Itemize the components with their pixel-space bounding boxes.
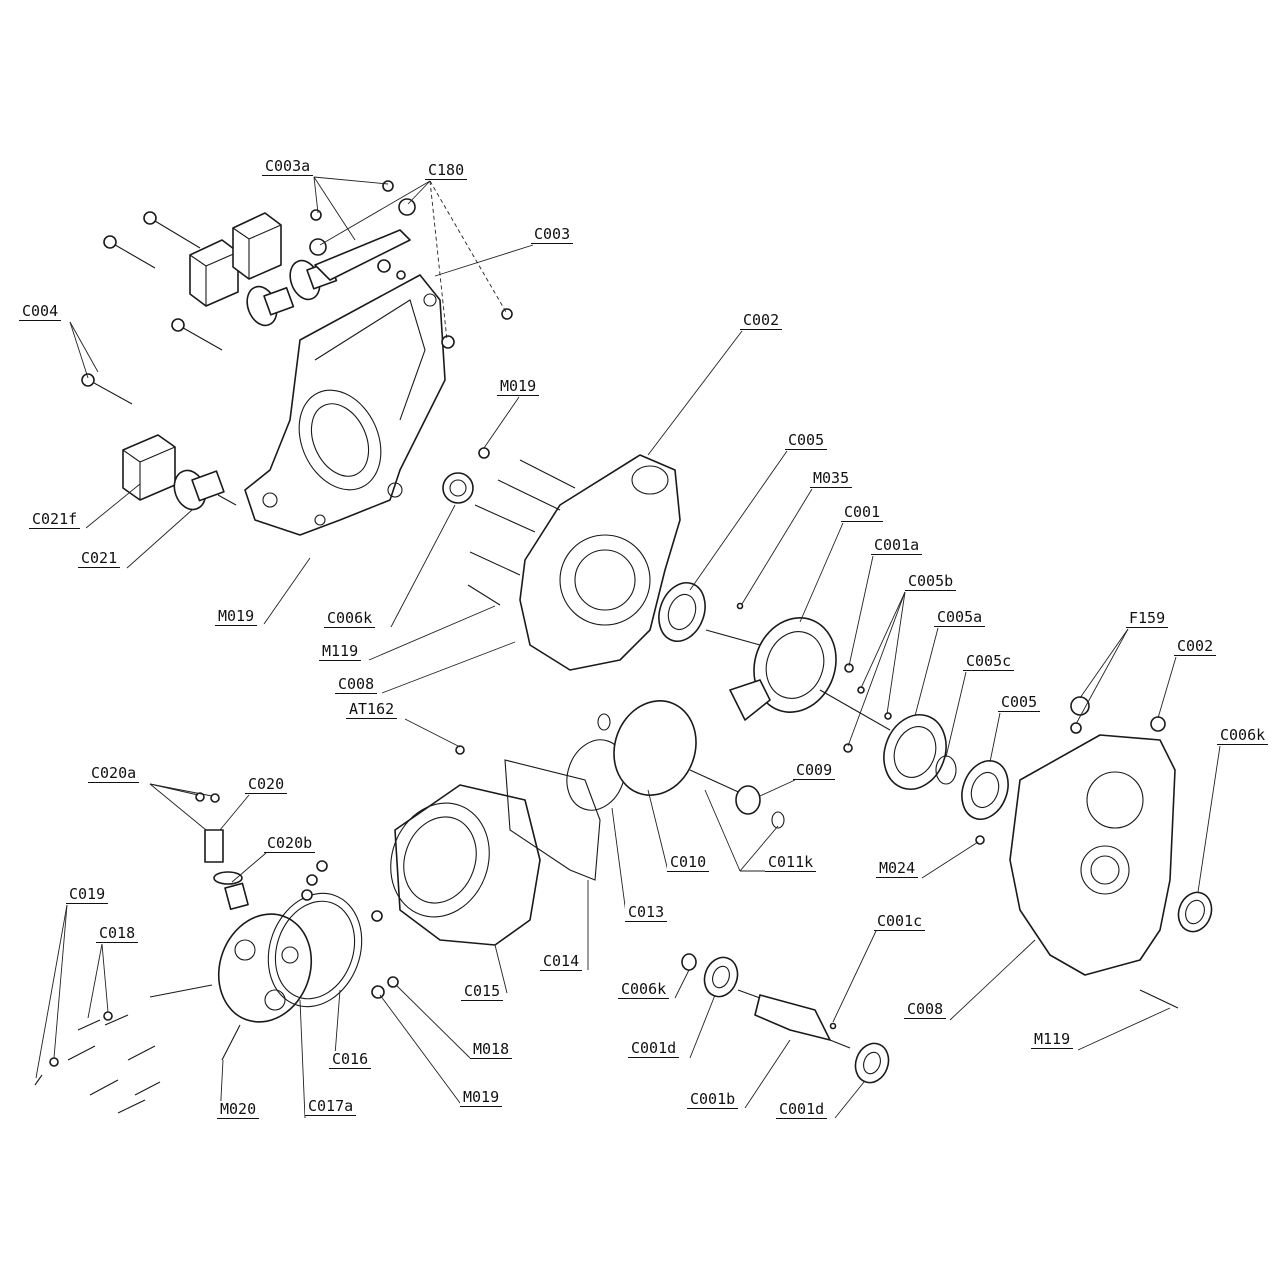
label-c001b: C001b — [687, 1091, 739, 1109]
label-c005-top: C005 — [785, 432, 828, 450]
engine-mount-bracket — [244, 274, 446, 536]
label-c014: C014 — [540, 953, 583, 971]
label-m035: M035 — [810, 470, 853, 488]
leader-lines — [35, 176, 1221, 1119]
label-c005-right: C005 — [998, 694, 1041, 712]
label-c008-right: C008 — [904, 1001, 947, 1019]
bracket-plate-c003a — [309, 180, 513, 349]
label-m019-top: M019 — [497, 378, 540, 396]
mount-bolts — [81, 211, 223, 405]
label-c005a: C005a — [934, 609, 986, 627]
label-c002-right: C002 — [1174, 638, 1217, 656]
bearing-c005-right — [961, 760, 1009, 820]
label-m018: M018 — [470, 1041, 513, 1059]
label-c001c: C001c — [874, 913, 926, 931]
base-gasket-c014 — [504, 759, 601, 881]
crankcase-left-half — [442, 447, 681, 671]
label-c018: C018 — [96, 925, 139, 943]
cylinder-head-c017a — [217, 882, 313, 1023]
main-bearing-c005 — [658, 582, 706, 642]
crankshaft — [705, 602, 892, 753]
rubber-mount-blocks — [122, 212, 282, 501]
label-c019: C019 — [66, 886, 109, 904]
label-m020: M020 — [217, 1101, 260, 1119]
label-c001d-left: C001d — [628, 1040, 680, 1058]
cylinder-c015 — [371, 745, 541, 999]
label-m119-right: M119 — [1031, 1031, 1074, 1049]
label-c003: C003 — [531, 226, 574, 244]
label-c020b: C020b — [264, 835, 316, 853]
label-c017a: C017a — [305, 1098, 357, 1116]
label-at162: AT162 — [346, 701, 398, 719]
balance-shaft-c001b — [681, 953, 890, 1084]
spark-plug-m020 — [149, 984, 241, 1061]
label-c021f: C021f — [29, 511, 81, 529]
label-c001a: C001a — [871, 537, 923, 555]
label-c001d-right: C001d — [776, 1101, 828, 1119]
label-c004: C004 — [19, 303, 62, 321]
label-c005b: C005b — [905, 573, 957, 591]
label-c021: C021 — [78, 550, 121, 568]
label-m119-left: M119 — [319, 643, 362, 661]
label-c013: C013 — [625, 904, 668, 922]
label-c005c: C005c — [963, 653, 1015, 671]
label-c003a: C003a — [262, 158, 314, 176]
label-c002-left: C002 — [740, 312, 783, 330]
label-m019-left: M019 — [215, 608, 258, 626]
label-c015: C015 — [461, 983, 504, 1001]
label-c006k-mid: C006k — [324, 610, 376, 628]
crankcase-right-half — [975, 696, 1213, 1009]
piston-ring-c013 — [566, 713, 626, 811]
label-c010: C010 — [667, 854, 710, 872]
label-c016: C016 — [329, 1051, 372, 1069]
head-bolts-c018 — [34, 860, 328, 1114]
label-c180: C180 — [425, 162, 468, 180]
label-c020a: C020a — [88, 765, 140, 783]
label-f159: F159 — [1126, 610, 1169, 628]
temp-sensor-c020 — [195, 792, 243, 885]
label-m024: M024 — [876, 860, 919, 878]
label-c001: C001 — [841, 504, 884, 522]
label-c008-left: C008 — [335, 676, 378, 694]
piston-c010 — [613, 700, 785, 829]
label-c020: C020 — [245, 776, 288, 794]
label-c009: C009 — [793, 762, 836, 780]
head-gasket-c016 — [267, 892, 363, 1008]
label-m019-low: M019 — [460, 1089, 503, 1107]
label-c011k: C011k — [765, 854, 817, 872]
label-c006k-right: C006k — [1217, 727, 1269, 745]
gasket-c005a — [883, 714, 947, 790]
label-c006k-low: C006k — [618, 981, 670, 999]
